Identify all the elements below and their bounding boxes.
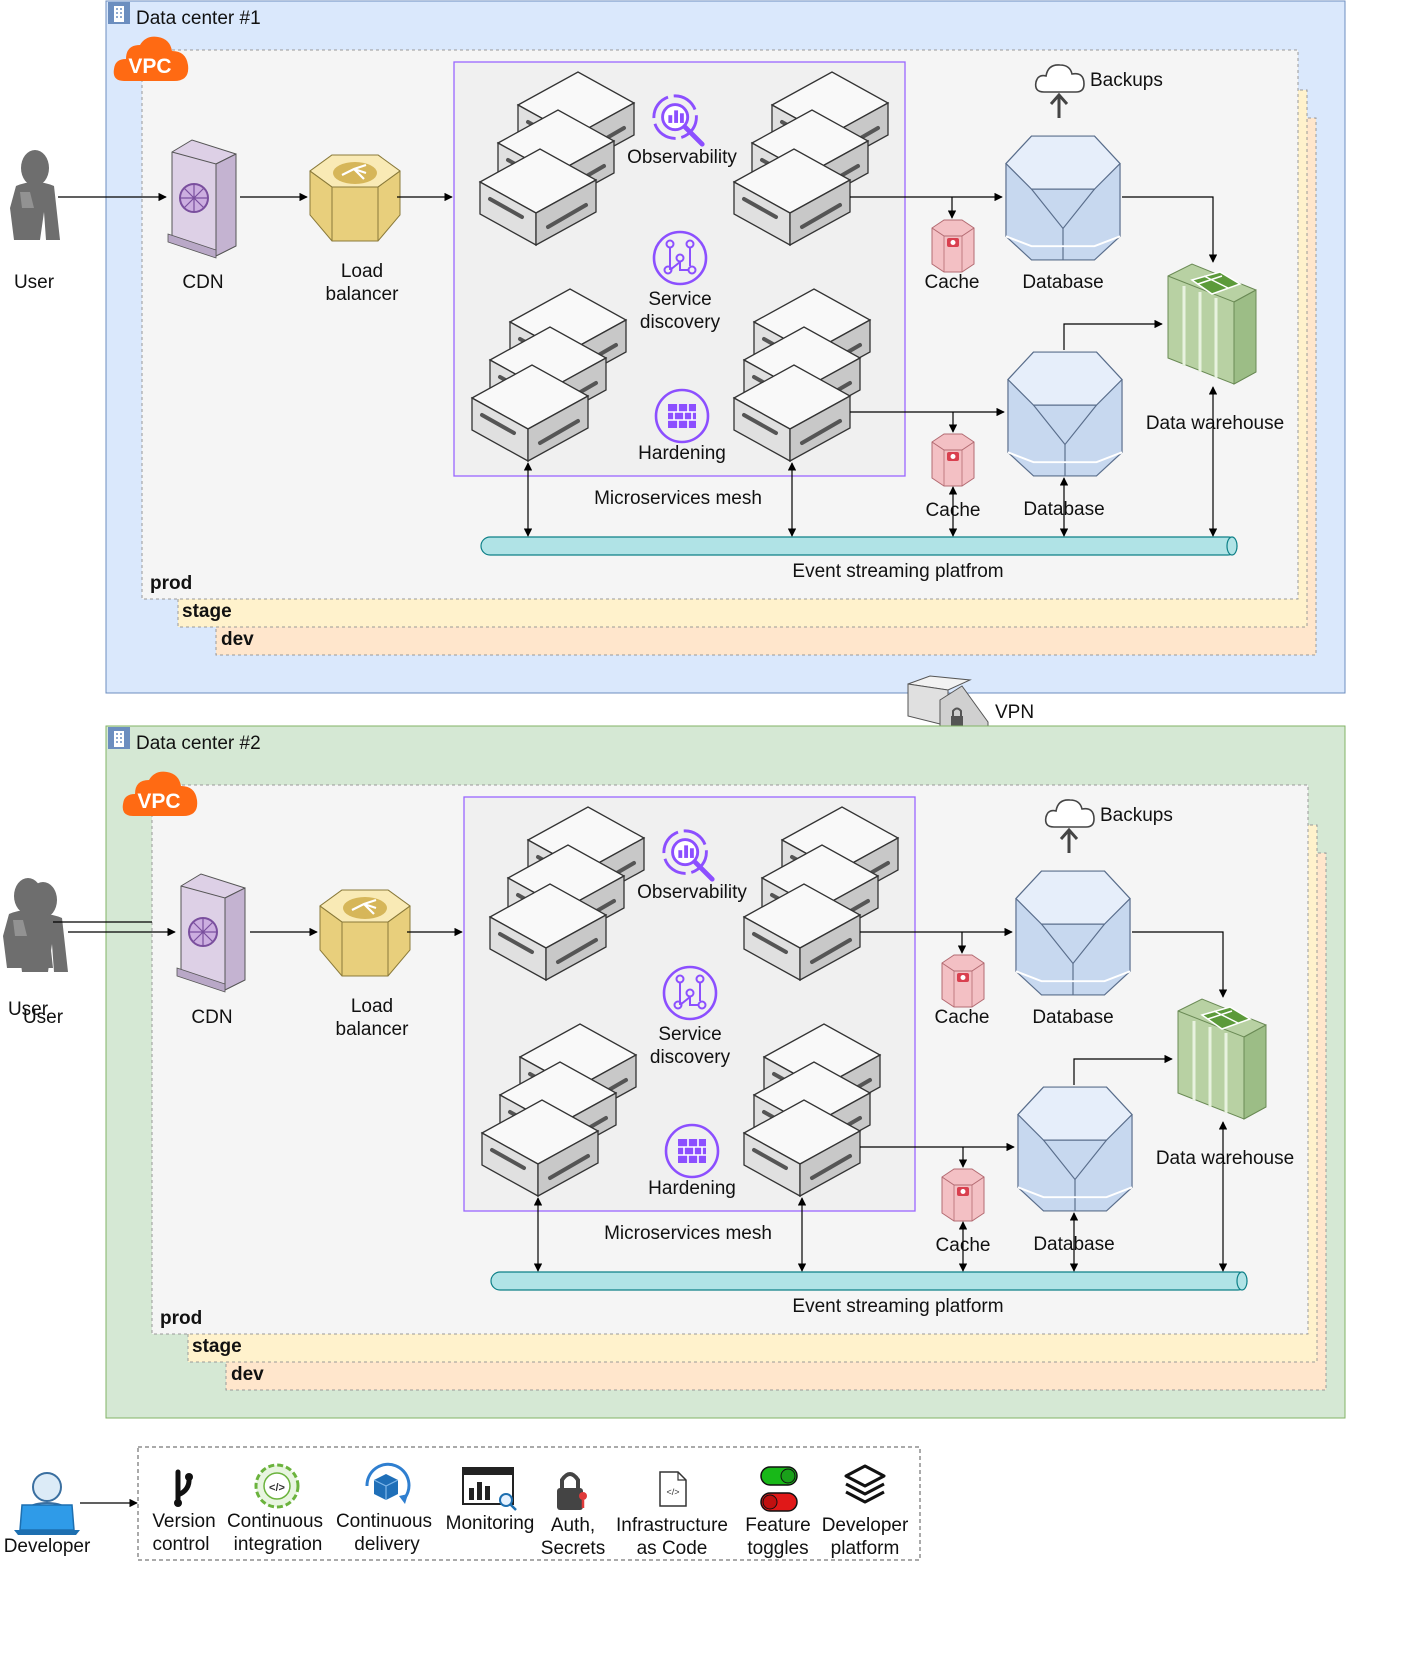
connectors: [58, 192, 1218, 537]
developer-icon: [14, 1472, 80, 1535]
branch-icon: [174, 1469, 193, 1507]
env-dev-label: dev: [221, 629, 254, 650]
user-icon: [10, 150, 60, 240]
observability-label: Observability: [627, 147, 737, 168]
lb-label-line1: Load: [341, 261, 383, 282]
database-icon: [1014, 870, 1132, 996]
cache-icon: [941, 954, 985, 1008]
developer-section: Developer Version control </> Continuous…: [4, 1446, 921, 1561]
padlock-icon: [557, 1472, 587, 1510]
lb-label-line2: balancer: [326, 284, 400, 305]
ci-gear-icon: </>: [254, 1463, 300, 1509]
database-label: Database: [1022, 272, 1103, 293]
data-warehouse-label: Data warehouse: [1146, 413, 1284, 434]
database-icon: [1006, 351, 1124, 477]
tool-label-line2: delivery: [354, 1534, 420, 1555]
monitoring-dashboard-icon: [462, 1467, 517, 1511]
env-prod-label: prod: [160, 1308, 202, 1329]
service-discovery-line1: Service: [648, 289, 711, 310]
database-icon: [1004, 135, 1122, 261]
event-streaming-label: Event streaming platfrom: [792, 561, 1003, 582]
event-streaming-pipe: [490, 1271, 1248, 1291]
code-file-icon: </>: [659, 1471, 687, 1507]
load-balancer-icon: [318, 888, 412, 978]
tool-label-line2: control: [152, 1534, 209, 1555]
cache-icon: [931, 219, 975, 273]
cache-label: Cache: [935, 1007, 990, 1028]
svg-text:</>: </>: [666, 1487, 679, 1497]
hardening-label: Hardening: [638, 443, 726, 464]
env-stage-label: stage: [192, 1336, 242, 1357]
event-streaming-pipe: [480, 536, 1238, 556]
service-discovery-line1: Service: [658, 1024, 721, 1045]
mesh-label: Microservices mesh: [604, 1223, 772, 1244]
env-prod-label: prod: [150, 573, 192, 594]
service-discovery-line2: discovery: [650, 1047, 731, 1068]
user-label: User: [8, 999, 49, 1020]
building-icon: [107, 726, 131, 750]
tool-label-line2: toggles: [747, 1538, 808, 1559]
datacenter-title: Data center #1: [136, 8, 261, 29]
hardening-label: Hardening: [648, 1178, 736, 1199]
tool-label-line1: Feature: [745, 1515, 810, 1536]
connectors: [53, 921, 1228, 1272]
cdn-label: CDN: [182, 272, 223, 293]
mesh-label: Microservices mesh: [594, 488, 762, 509]
data-warehouse-label: Data warehouse: [1156, 1148, 1294, 1169]
user-label: User: [23, 1007, 64, 1028]
database-icon: [1016, 1086, 1134, 1212]
backups-label: Backups: [1100, 805, 1173, 826]
user-label: User: [14, 272, 55, 293]
tool-label-line1: Developer: [822, 1515, 909, 1536]
vpn-label: VPN: [995, 702, 1034, 723]
cache-icon: [941, 1168, 985, 1222]
service-discovery-line2: discovery: [640, 312, 721, 333]
datacenter-2: Data center #2 prod stage dev User User …: [3, 725, 1346, 1419]
cd-cube-icon: [365, 1462, 411, 1504]
datacenter-title: Data center #2: [136, 733, 261, 754]
lb-label-line2: balancer: [336, 1019, 410, 1040]
backups-label: Backups: [1090, 70, 1163, 91]
database-label: Database: [1032, 1007, 1113, 1028]
cache-label: Cache: [925, 272, 980, 293]
toggle-icon: [760, 1466, 798, 1512]
tool-label-line2: Secrets: [541, 1538, 605, 1559]
cache-icon: [931, 433, 975, 487]
layers-icon: [844, 1464, 886, 1504]
cdn-icon: [167, 139, 237, 259]
tool-label-line2: as Code: [637, 1538, 708, 1559]
env-stage-label: stage: [182, 601, 232, 622]
env-dev-label: dev: [231, 1364, 264, 1385]
load-balancer-icon: [308, 153, 402, 243]
tool-label-line2: platform: [831, 1538, 900, 1559]
tool-label-line1: Version: [152, 1511, 215, 1532]
cdn-icon: [176, 873, 246, 993]
tool-label-line1: Infrastructure: [616, 1515, 728, 1536]
observability-label: Observability: [637, 882, 747, 903]
tool-label-line1: Monitoring: [446, 1513, 535, 1534]
building-icon: [107, 1, 131, 25]
event-streaming-label: Event streaming platform: [792, 1296, 1003, 1317]
tool-label-line1: Auth,: [551, 1515, 595, 1536]
cdn-label: CDN: [191, 1007, 232, 1028]
developer-label: Developer: [4, 1536, 91, 1557]
tool-label-line1: Continuous: [227, 1511, 323, 1532]
tool-label-line1: Continuous: [336, 1511, 432, 1532]
datacenter-1: Data center #1 prod stage dev User CDN L…: [10, 0, 1346, 694]
svg-text:</>: </>: [269, 1482, 285, 1494]
lb-label-line1: Load: [351, 996, 393, 1017]
tool-label-line2: integration: [234, 1534, 323, 1555]
